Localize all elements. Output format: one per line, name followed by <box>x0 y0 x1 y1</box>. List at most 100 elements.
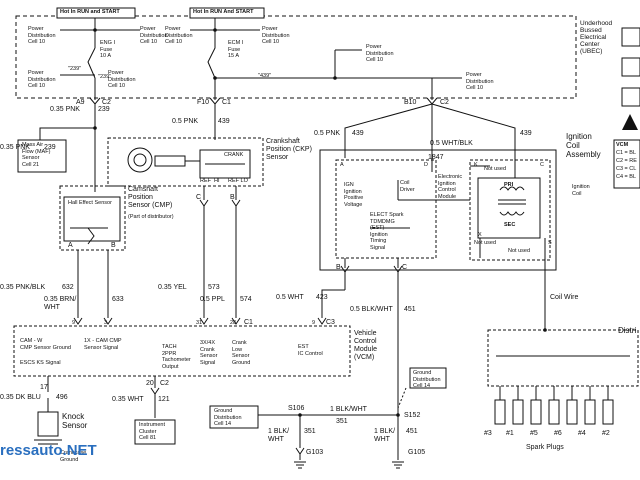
coil-sec: SEC <box>504 222 516 228</box>
power-dist-label-5: Power Distribution Cell 10 <box>165 26 193 45</box>
ground-g103: G103 <box>306 449 324 456</box>
conn-b-ckp: B <box>230 194 235 201</box>
power-dist-label-3: Power Distribution Cell 10 <box>28 70 56 89</box>
power-dist-label-7: Power Distribution Cell 10 <box>366 44 394 63</box>
vcm-legend-1: C1 = BL <box>616 150 637 156</box>
icm-ign-label: IGN Ignition Positive Voltage <box>344 182 364 208</box>
icm-eic-label: Electronic Ignition Control Module <box>438 174 463 200</box>
wire-blk-351: 1 BLK/ WHT <box>268 428 290 443</box>
conn-a9: A9 <box>76 99 85 106</box>
wire-blk-wht-1: 1 BLK/WHT <box>330 406 367 413</box>
cmp-sub: (Part of distributor) <box>128 214 174 220</box>
conn-c-ckp: C <box>196 194 202 201</box>
conn-b-cmp: B <box>111 242 116 249</box>
vcm-cmp-signal: 1X - CAM CMP Sensor Signal <box>84 338 122 351</box>
wire-1847: 1847 <box>428 154 444 161</box>
hot-run-box-2 <box>189 7 265 19</box>
wire-wht-blk-num: 439 <box>520 130 532 137</box>
conn-c2b: C2 <box>440 99 449 106</box>
spark-plugs-label: Spark Plugs <box>526 444 564 451</box>
vcm-conn-c1: C1 <box>244 319 253 326</box>
wire-brn-wht: 0.35 BRN/ WHT <box>44 296 77 311</box>
wire-wht-blk: 0.5 WHT/BLK <box>430 140 473 147</box>
coil-pri: PRI <box>504 182 514 188</box>
ckp-crank: CRANK <box>224 152 244 158</box>
icm-conn-a: A <box>340 162 344 168</box>
icm-conn-s: S <box>548 240 552 246</box>
conn-20: 20 <box>146 380 154 387</box>
maf-sensor-label: Mass Air Flow (MAF) Sensor Cell 21 <box>22 142 51 168</box>
conn-c2c: C2 <box>160 380 169 387</box>
wire-blk-351-num: 351 <box>304 428 316 435</box>
plug-1: #1 <box>506 430 514 437</box>
vcm-escs: ESCS KS Signal <box>20 360 61 366</box>
vcm-conn-31: 31 <box>196 320 203 326</box>
hot-run-label-2: Hot In RUN And START <box>193 9 254 15</box>
crankcase-ground: Crankcase Ground <box>60 450 87 463</box>
wire-239b: "239" <box>98 74 112 80</box>
ubec-title: Underhood Bussed Electrical Center (UBEC… <box>580 20 613 55</box>
distributor-label: Distri <box>618 326 637 335</box>
wire-351: 351 <box>336 418 348 425</box>
conn-c2: C2 <box>102 99 111 106</box>
power-dist-label-1: Power Distribution Cell 10 <box>28 26 56 45</box>
wire-pnk-239-top: 0.35 PNK <box>50 106 80 113</box>
wire-brn-wht-num: 633 <box>112 296 124 303</box>
hot-run-box-1 <box>56 7 136 19</box>
icm-elect-label: ELECT Spark TDMDMG (EST) Ignition Timing… <box>370 212 404 251</box>
power-dist-label-6: Power Distribution Cell 10 <box>262 26 290 45</box>
vcm-conn-9: 9 <box>72 320 76 326</box>
wire-pd-left-1 <box>60 18 96 31</box>
ignition-coil-assembly-title: Ignition Coil Assembly <box>566 132 601 159</box>
wire-yel-num: 573 <box>208 284 220 291</box>
vcm-legend-3: C3 = CL <box>616 166 637 172</box>
icm-out-b: B <box>336 264 341 271</box>
wire-439: "439" <box>258 73 272 79</box>
wire-yel: 0.35 YEL <box>158 284 187 291</box>
conn-c1: C1 <box>222 99 231 106</box>
watermark-text: ressauto.NET <box>0 442 97 459</box>
wire-pnk-439: 0.5 PNK <box>172 118 199 125</box>
icm-conn-d: D <box>424 162 428 168</box>
plug-5: #5 <box>530 430 538 437</box>
vcm-tach: TACH 2PPR Tachometer Output <box>162 344 191 370</box>
wire-pnk-439-num: 439 <box>218 118 230 125</box>
conn-b10: B10 <box>404 99 417 106</box>
hall-effect-label: Hall Effect Sensor <box>68 200 112 206</box>
ckp-title: Crankshaft Position (CKP) Sensor <box>266 138 312 161</box>
vcm-crank-low: Crank Low Sensor Ground <box>232 340 251 366</box>
instrument-cluster-label: Instrument Cluster Cell 81 <box>139 422 165 441</box>
ecm-fuse-label: ECM I Fuse 15 A <box>228 40 244 59</box>
power-dist-label-4: Power Distribution Cell 10 <box>108 70 136 89</box>
vcm-conn-3: 3 <box>104 320 108 326</box>
vcm-conn-9b: 9 <box>312 320 316 326</box>
vcm-title: Vehicle Control Module (VCM) <box>354 330 377 361</box>
wire-239a: "239" <box>68 66 82 72</box>
icm-conn-x: X <box>478 232 482 238</box>
ckp-lo: REF LO <box>228 178 248 184</box>
conn-f10: F10 <box>197 99 210 106</box>
plug-6: #6 <box>554 430 562 437</box>
wire-pnk-439-b-num: 439 <box>352 130 364 137</box>
vcm-conn-c3: C3 <box>326 319 335 326</box>
not-used-1: Not used <box>484 166 507 172</box>
wire-dk-blu: 0.35 DK BLU <box>0 394 41 401</box>
wire-ppl: 0.5 PPL <box>200 296 225 303</box>
power-dist-label-8: Power Distribution Cell 10 <box>466 72 494 91</box>
wire-wht-423-num: 423 <box>316 294 328 301</box>
eng-fuse-label: ENG I Fuse 10 A <box>100 40 115 59</box>
coil-wire-label: Coil Wire <box>550 294 579 301</box>
ckp-hi: HI <box>214 178 220 184</box>
icm-conn-c: C <box>540 162 544 168</box>
wire-pnk-blk-num: 632 <box>62 284 74 291</box>
vcm-est: EST IC Control <box>298 344 323 357</box>
icm-out-c: C <box>402 264 408 271</box>
power-dist-label-2: Power Distribution Cell 10 <box>140 26 168 45</box>
plug-2: #2 <box>602 430 610 437</box>
wire-pnk-439-b: 0.5 PNK <box>314 130 341 137</box>
wire-pnk-239-top-num: 239 <box>98 106 110 113</box>
ignition-coil-label: Ignition Coil <box>572 184 590 197</box>
ground-g105: G105 <box>408 449 426 456</box>
